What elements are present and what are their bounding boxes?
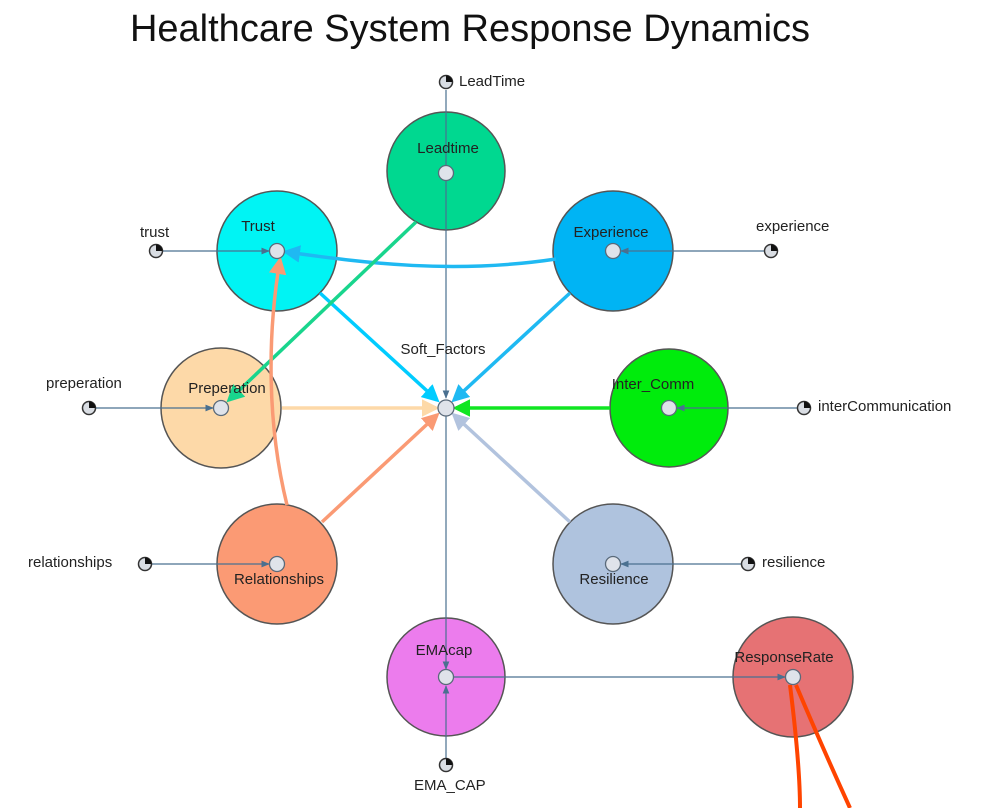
relationships-parameter-icon[interactable]	[137, 556, 153, 572]
experience-label: Experience	[573, 224, 648, 241]
emacap-label: EMAcap	[416, 642, 473, 659]
influence-links-layer	[226, 220, 852, 808]
leadtime-parameter-label: LeadTime	[459, 73, 525, 90]
experience-parameter-icon[interactable]	[763, 243, 779, 259]
leadtime-label: Leadtime	[417, 140, 479, 157]
relationships-parameter-label: relationships	[28, 554, 112, 571]
trust-label: Trust	[241, 218, 275, 235]
responserate-outflow-left	[788, 684, 802, 808]
preperation-label: Preperation	[188, 380, 266, 397]
trust-parameter-label: trust	[140, 224, 170, 241]
resilience-label: Resilience	[579, 571, 648, 588]
soft-factors-label: Soft_Factors	[400, 341, 485, 358]
relationships-node[interactable]	[268, 555, 286, 573]
diagram-title: Healthcare System Response Dynamics	[129, 8, 811, 50]
stock-labels-layer: Leadtime Trust Experience Preperation In…	[188, 140, 833, 666]
resilience-parameter-label: resilience	[762, 554, 825, 571]
node-markers-layer	[212, 164, 802, 686]
relationships-label: Relationships	[234, 571, 324, 588]
responserate-label: ResponseRate	[734, 649, 833, 666]
experience-parameter-label: experience	[756, 218, 829, 235]
resilience-parameter-icon[interactable]	[740, 556, 756, 572]
stocks-layer	[160, 111, 854, 738]
preperation-parameter-label: preperation	[46, 375, 122, 392]
resilience-to-soft-factors-link	[451, 412, 572, 524]
experience-node[interactable]	[604, 242, 622, 260]
parameter-dials-layer	[81, 74, 812, 773]
trust-node[interactable]	[268, 242, 286, 260]
trust-to-soft-factors-link	[318, 291, 440, 403]
leadtime-to-preperation-link	[226, 220, 418, 403]
intercommunication-parameter-label: interCommunication	[818, 398, 951, 415]
thin-links-layer	[96, 90, 797, 758]
inter-comm-node[interactable]	[660, 399, 678, 417]
inter-comm-label: Inter_Comm	[612, 376, 695, 393]
ema-cap-parameter-icon[interactable]	[438, 757, 454, 773]
responserate-node[interactable]	[784, 668, 802, 686]
soft-factors-node[interactable]	[437, 399, 455, 417]
emacap-node[interactable]	[437, 668, 455, 686]
parameter-labels-layer: LeadTime trust experience preperation in…	[28, 73, 951, 794]
relationships-to-trust-link	[269, 256, 289, 506]
responserate-outflow-right	[794, 684, 852, 808]
ema-cap-parameter-label: EMA_CAP	[414, 777, 486, 794]
relationships-to-soft-factors-link	[320, 412, 440, 524]
intercommunication-parameter-icon[interactable]	[796, 400, 812, 416]
leadtime-node[interactable]	[437, 164, 455, 182]
preperation-parameter-icon[interactable]	[81, 400, 97, 416]
preperation-node[interactable]	[212, 399, 230, 417]
leadtime-parameter-icon[interactable]	[438, 74, 454, 90]
resilience-node[interactable]	[604, 555, 622, 573]
experience-to-trust-link	[282, 245, 557, 269]
experience-to-soft-factors-link	[451, 291, 572, 403]
trust-parameter-icon[interactable]	[148, 243, 164, 259]
